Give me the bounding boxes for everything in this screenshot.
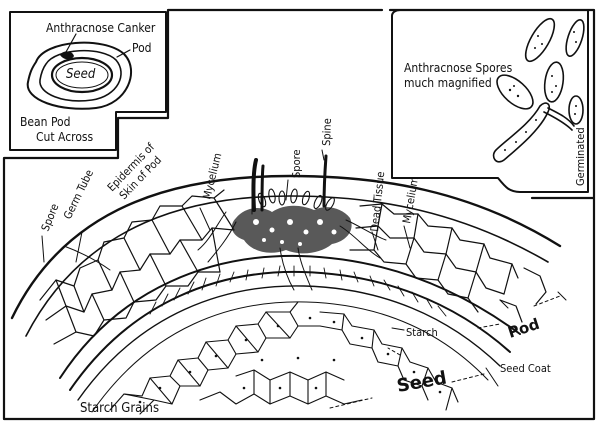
seed-label-inset: Seed [66,67,96,82]
spore-cell [491,69,538,115]
pod-label-main: Pod [506,315,542,342]
inset-caption-line1: Bean Pod [20,115,70,129]
inset-bean-pod: Anthracnose Canker Seed Pod Bean Pod Cut… [10,12,166,150]
inset-caption-line2: Cut Across [36,130,94,144]
spore-left-label: Spore [39,202,62,233]
spore-center-label: Spore [290,149,303,178]
inset-spores: Anthracnose Spores much magnified Germin… [392,10,588,192]
spore-cell [562,18,587,58]
spore-cell [520,15,560,66]
pod-inner-layer [60,256,520,378]
starch-label: Starch [406,326,438,339]
germinated-spore [494,103,550,162]
seed-coat-label: Seed Coat [500,362,551,375]
inset-right-border [392,10,588,192]
spine-label: Spine [320,118,334,146]
pod-label-inset: Pod [132,41,152,55]
spore-cell [569,96,583,124]
starch-grains-label: Starch Grains [80,401,159,416]
cross-section: Spore Germ Tube Epidermis of Skin of Pod… [12,118,566,416]
spores-title-line1: Anthracnose Spores [404,61,513,75]
canker-spot [60,51,74,59]
spores-title-line2: much magnified [404,76,492,90]
germ-tube-label: Germ Tube [61,168,96,222]
canker-label: Anthracnose Canker [46,21,156,35]
starch-cell-mesh [110,302,458,414]
germinated-label: Germinated [574,127,587,186]
spore-cell [542,61,565,103]
